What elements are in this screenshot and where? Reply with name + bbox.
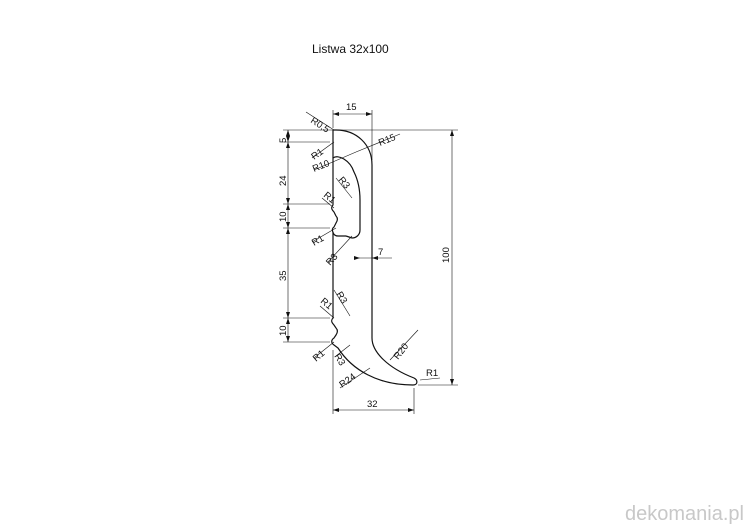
drawing-title: Listwa 32x100 [312, 42, 389, 56]
radius-r1-c: R1 [310, 233, 326, 249]
dim-h-35: 35 [278, 270, 289, 281]
radius-r1-d: R1 [318, 296, 334, 312]
radius-r1-b: R1 [321, 190, 337, 206]
dim-base-width: 32 [367, 399, 378, 410]
radius-r20: R20 [392, 341, 411, 362]
dim-top-width: 15 [346, 102, 357, 113]
watermark: dekomania.pl [625, 503, 744, 525]
radius-r3-b: R3 [324, 252, 340, 268]
radius-r1-f: R1 [426, 368, 438, 379]
dim-total-height: 100 [441, 247, 452, 263]
profile-clip-mid [332, 231, 346, 237]
dimension-lines [283, 110, 458, 414]
radius-r3-c: R3 [333, 290, 349, 306]
radius-r3-a: R3 [336, 175, 352, 191]
radius-r15: R15 [377, 132, 397, 149]
dim-h-10b: 10 [278, 325, 289, 336]
dim-h-top: 5 [278, 138, 289, 143]
radius-r1-e: R1 [311, 348, 327, 364]
dim-h-24: 24 [278, 175, 289, 186]
radius-r05: R0,5 [308, 115, 331, 135]
profile-outline [331, 129, 418, 386]
dim-wall-thickness: 7 [378, 247, 383, 258]
dim-h-10a: 10 [278, 211, 289, 222]
radius-r3-d: R3 [331, 352, 347, 368]
